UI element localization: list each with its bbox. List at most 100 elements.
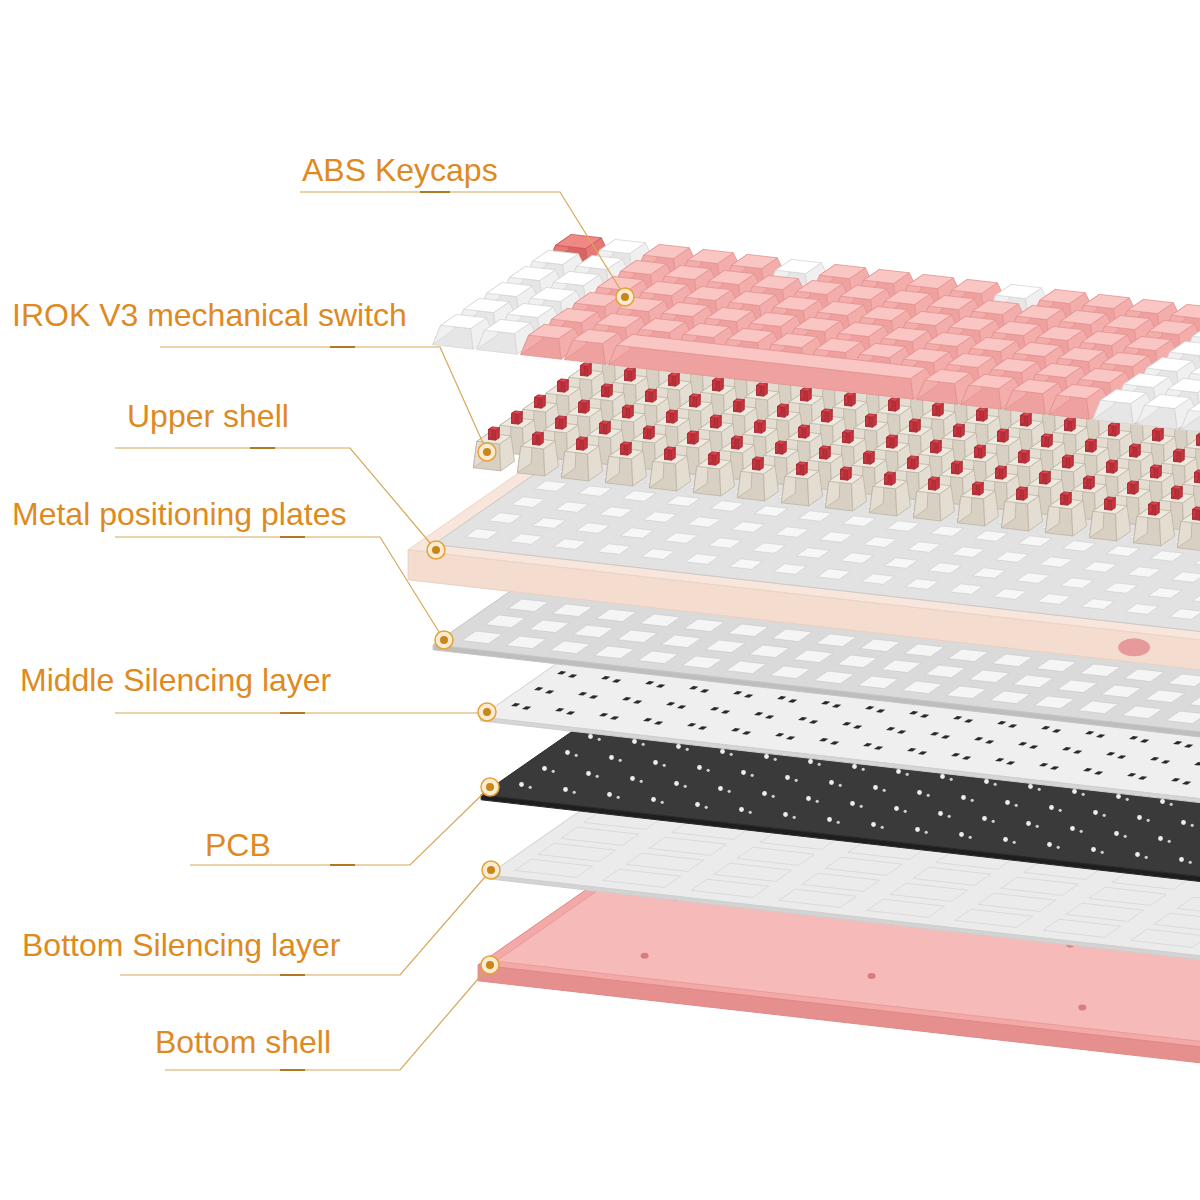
- pcb-hole: [1126, 798, 1129, 801]
- switch-stem: [1061, 492, 1072, 505]
- switch-stem-top: [489, 427, 500, 430]
- pcb-hole: [588, 734, 593, 739]
- switch-stem-top: [711, 415, 722, 418]
- pcb-hole: [663, 764, 666, 767]
- switch-stem-top: [1021, 413, 1032, 416]
- foam-slot: [775, 733, 784, 737]
- pcb-hole: [1101, 851, 1104, 854]
- foam-slot: [918, 751, 927, 755]
- switch-stem: [755, 420, 766, 433]
- switch-stem: [1086, 439, 1097, 452]
- inner-plate-hole: [511, 497, 545, 508]
- foam-cutout: [955, 909, 1033, 927]
- pcb-hole: [609, 755, 614, 760]
- switch-stem: [581, 363, 592, 376]
- switch-stem-top: [889, 398, 900, 401]
- switch-stem-top: [822, 409, 833, 412]
- foam-cutout: [1177, 897, 1200, 915]
- pcb-hole: [619, 759, 622, 762]
- keycap-top: [927, 332, 973, 346]
- foam-slot: [744, 694, 753, 698]
- foam-slot: [1127, 773, 1136, 777]
- keycap-top: [1168, 378, 1200, 392]
- foam-slot: [1062, 747, 1071, 751]
- keycap-top: [996, 284, 1042, 298]
- pcb-hole: [1015, 804, 1018, 807]
- pcb-hole: [705, 806, 708, 809]
- foam-slot: [522, 706, 531, 710]
- plate-hole: [925, 665, 965, 678]
- pcb-hole: [575, 754, 578, 757]
- pcb-hole: [1158, 836, 1163, 841]
- pcb-hole: [563, 787, 568, 792]
- foam-slot: [731, 728, 740, 732]
- switch-stem: [866, 414, 877, 427]
- foam-slot: [1029, 745, 1038, 749]
- switch-stem-top: [690, 394, 701, 397]
- plate-hole: [1034, 696, 1074, 709]
- foam-slot: [788, 699, 797, 703]
- inner-plate-hole: [1037, 594, 1071, 605]
- switch-stem-top: [1195, 470, 1200, 473]
- keycap-top: [776, 259, 822, 273]
- foam-cutout: [1154, 913, 1200, 931]
- foam-slot: [687, 723, 696, 727]
- switch-stem: [1021, 413, 1032, 426]
- pcb-hole: [586, 771, 591, 776]
- foam-slot: [876, 709, 885, 713]
- switch-stem-top: [799, 425, 810, 428]
- plate-hole: [814, 671, 854, 684]
- inner-plate-hole: [775, 527, 809, 538]
- pcb-hole: [1057, 846, 1060, 849]
- foam-cutout: [913, 867, 991, 885]
- foam-slot: [1039, 763, 1048, 767]
- keycap-top: [1036, 363, 1082, 377]
- switch-stem: [908, 456, 919, 469]
- switch-stem: [820, 446, 831, 459]
- keycap-top: [575, 292, 621, 306]
- pcb-hole: [674, 781, 679, 786]
- plate-hole: [969, 670, 1009, 683]
- keycap-top: [554, 271, 600, 285]
- keycap-top: [665, 265, 711, 279]
- keycap-top: [992, 358, 1038, 372]
- foam-slot: [633, 700, 642, 704]
- foam-slot: [721, 710, 730, 714]
- pcb-hole: [542, 766, 547, 771]
- switch-stem: [644, 426, 655, 439]
- switch-stem-top: [1017, 487, 1028, 490]
- switch-stem-top: [1172, 486, 1183, 489]
- switch-stem: [1065, 418, 1076, 431]
- leader-line: [115, 537, 444, 640]
- pcb-hole: [697, 765, 702, 770]
- plate-hole: [1080, 664, 1120, 677]
- switch-stem-top: [556, 416, 567, 419]
- pcb-hole: [1114, 831, 1119, 836]
- pcb-hole: [850, 801, 855, 806]
- switch-stem: [910, 419, 921, 432]
- inner-plate-hole: [1081, 599, 1115, 610]
- upper-shell: [408, 449, 1200, 643]
- keycap-top: [860, 343, 906, 357]
- switch-stem: [709, 452, 720, 465]
- switch-stem-top: [887, 435, 898, 438]
- keycap-top: [487, 282, 533, 296]
- switch-stem: [1084, 476, 1095, 489]
- foam-slot: [995, 758, 1004, 762]
- foam-slot: [920, 714, 929, 718]
- keycap-top: [864, 269, 910, 283]
- foam-slot: [677, 705, 686, 709]
- leader-accent: [250, 447, 275, 449]
- foam-slot: [599, 713, 608, 717]
- pcb-hole: [806, 796, 811, 801]
- switch-stem-top: [1042, 434, 1053, 437]
- switch-stem-top: [998, 429, 1009, 432]
- leader-line: [300, 192, 625, 297]
- keycap-top: [751, 312, 797, 326]
- inner-plate-hole: [1106, 546, 1140, 557]
- pcb-hole: [793, 816, 796, 819]
- switch-stem-top: [1193, 507, 1200, 510]
- plate-hole: [596, 609, 636, 622]
- switch-stem-top: [885, 472, 896, 475]
- foam-slot: [765, 715, 774, 719]
